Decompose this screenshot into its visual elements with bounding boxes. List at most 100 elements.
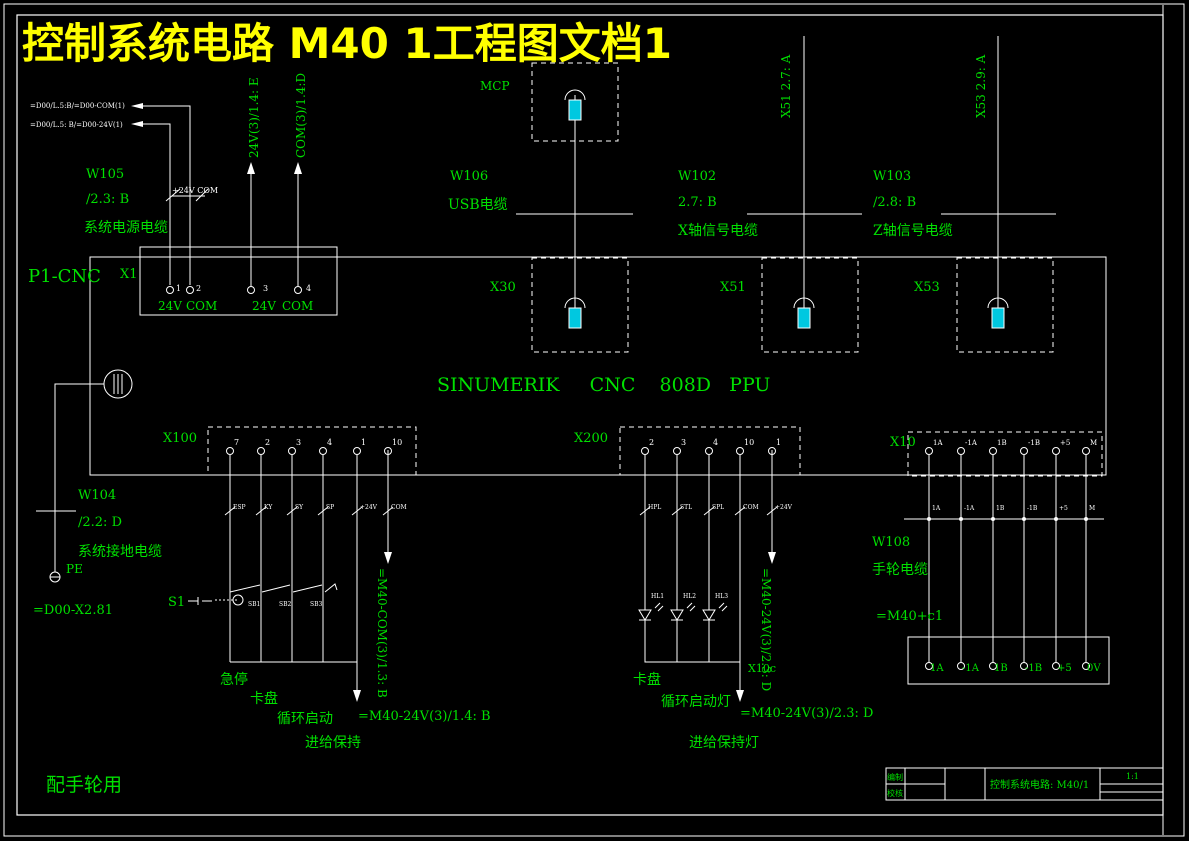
svg-text:4: 4 xyxy=(306,284,311,293)
x1-up-ref-24v: 24V(3)/1.4: E xyxy=(247,77,261,158)
x100-pin-2 xyxy=(288,447,296,455)
x10-pin-label-1: -1A xyxy=(965,439,978,447)
x100-pin-label-2: 3 xyxy=(296,438,301,447)
x10-pin-0 xyxy=(925,447,933,455)
mcp-label: MCP xyxy=(480,79,510,93)
x100-pin-label-4: 1 xyxy=(361,438,366,447)
w104-cable: W104 xyxy=(78,488,116,503)
x10-pin-label-3: -1B xyxy=(1028,439,1040,447)
x53-up-ref: X53 2.9: A xyxy=(974,54,988,118)
x100-signal-5: COM xyxy=(391,504,407,511)
label-cycle-lamp: 循环启动灯 xyxy=(661,694,731,710)
switch-sb2: SB2 xyxy=(279,601,292,608)
x200-pin-label-4: 1 xyxy=(776,438,781,447)
x10-box-pin-4 xyxy=(1052,662,1060,670)
label-estop: 急停 xyxy=(220,671,248,688)
w108-ref: =M40+c1 xyxy=(876,609,943,624)
x10-pin-label-4: +5 xyxy=(1060,439,1070,447)
w104-ref: /2.2: D xyxy=(78,515,122,530)
svg-text:1:1: 1:1 xyxy=(1126,772,1139,781)
svg-text:校核: 校核 xyxy=(887,788,903,798)
s1-switch-icon xyxy=(188,597,212,605)
x200-pin-label-3: 10 xyxy=(744,438,754,447)
x100-pin-label-0: 7 xyxy=(234,438,239,447)
x1-connector-box xyxy=(139,246,338,316)
x10-wire-0: 1A xyxy=(932,505,941,512)
x10-pin-label-0: 1A xyxy=(933,439,943,447)
w108-name: 手轮电缆 xyxy=(872,562,928,578)
x100-signal-2: SY xyxy=(295,504,304,511)
x200-pin-label-2: 4 xyxy=(713,438,718,447)
x200-signal-1: STL xyxy=(680,504,692,511)
x10-box-pin-label-4: +5 xyxy=(1057,663,1072,674)
x100-vert-ref: =M40-COM(3)/1.3: B xyxy=(375,568,389,698)
x53-box xyxy=(956,257,1054,353)
estop-icon xyxy=(232,594,244,606)
x200-signal-4: +24V xyxy=(775,504,793,511)
x53-label: X53 xyxy=(914,280,940,295)
pe-ref: =D00-X2.81 xyxy=(33,603,113,618)
x1-top-note: +24V COM xyxy=(172,186,218,195)
x10-box-pin-label-1: -1A xyxy=(962,663,980,674)
x10-wire-2: 1B xyxy=(996,505,1005,512)
x100-pin-label-3: 4 xyxy=(327,438,332,447)
x10-box-pin-2 xyxy=(989,662,997,670)
x100-pin-label-5: 10 xyxy=(392,438,402,447)
x100-signal-1: KY xyxy=(264,504,273,511)
x100-signal-3: SP xyxy=(326,504,334,511)
drawing-frame xyxy=(16,14,1164,816)
label-chuck-lamp: 卡盘 xyxy=(633,671,661,688)
x10-pin-3 xyxy=(1020,447,1028,455)
x10-box-pin-5 xyxy=(1082,662,1090,670)
label-feed-hold: 进给保持 xyxy=(305,735,361,751)
x1-pins: 1 2 3 4 24V COM 24V COM xyxy=(158,284,313,313)
x200-pin-0 xyxy=(641,447,649,455)
svg-text:HL1: HL1 xyxy=(651,593,664,600)
footer-note: 配手轮用 xyxy=(46,774,122,796)
x200-label: X200 xyxy=(574,431,608,446)
svg-text:HL2: HL2 xyxy=(683,593,696,600)
x200-signal-3: COM xyxy=(743,504,759,511)
x51-label: X51 xyxy=(720,280,746,295)
x51-up-ref: X51 2.7: A xyxy=(779,54,793,118)
label-feed-hold-lamp: 进给保持灯 xyxy=(689,735,759,751)
w105-cable: W105 xyxy=(86,167,124,182)
w103-ref: /2.8: B xyxy=(873,195,916,210)
pe-label: PE xyxy=(66,562,83,576)
x200-bottom-ref: =M40-24V(3)/2.3: D xyxy=(740,706,873,721)
x10c-label: X10c xyxy=(748,662,776,675)
svg-text:编制: 编制 xyxy=(887,772,903,782)
x10-box-pin-label-0: 1A xyxy=(930,663,944,674)
x10-box xyxy=(907,431,1103,477)
svg-text:24V: 24V xyxy=(158,299,182,313)
x100-signal-4: +24V xyxy=(360,504,378,511)
w106-cable: W106 xyxy=(450,169,488,184)
usb-socket-icon xyxy=(564,297,586,309)
x200-box xyxy=(619,426,801,476)
x10-box-pin-label-2: 1B xyxy=(994,663,1008,674)
w104-name: 系统接地电缆 xyxy=(78,543,162,560)
usb-plug-icon xyxy=(564,89,586,101)
svg-text:2: 2 xyxy=(196,284,201,293)
x1-up-ref-com: COM(3)/1.4:D xyxy=(294,73,308,158)
svg-text:HL3: HL3 xyxy=(715,593,728,600)
x100-pin-0 xyxy=(226,447,234,455)
svg-text:控制系统电路: M40/1: 控制系统电路: M40/1 xyxy=(990,778,1089,791)
x200-pin-2 xyxy=(705,447,713,455)
x51-box xyxy=(761,257,859,353)
x10-pin-label-2: 1B xyxy=(997,439,1007,447)
x10-pin-label-5: M xyxy=(1090,439,1097,447)
w102-ref: 2.7: B xyxy=(678,195,717,210)
cnc-model: SINUMERIK CNC 808D PPU xyxy=(437,374,770,396)
w108-cable: W108 xyxy=(872,535,910,550)
x10-box-pin-label-5: 0V xyxy=(1087,663,1101,674)
x200-pin-label-1: 3 xyxy=(681,438,686,447)
x10-pin-2 xyxy=(989,447,997,455)
s1-label: S1 xyxy=(168,595,185,610)
w106-name: USB电缆 xyxy=(448,197,508,213)
x10-pin-5 xyxy=(1082,447,1090,455)
x10-box-pin-3 xyxy=(1020,662,1028,670)
